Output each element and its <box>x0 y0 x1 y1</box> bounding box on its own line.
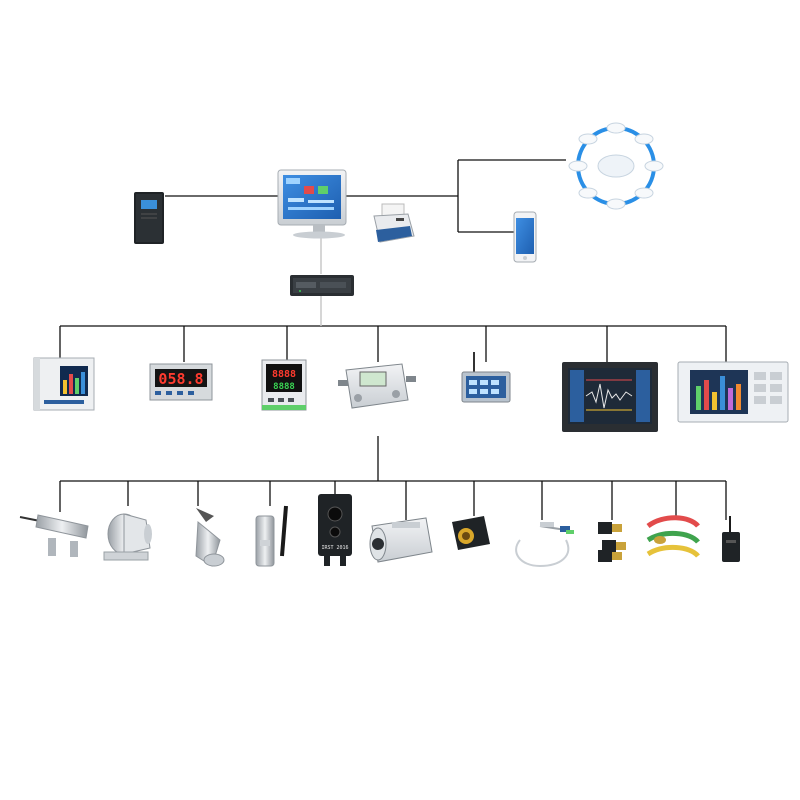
rack-switch-icon <box>290 275 354 296</box>
connection-lines <box>59 159 727 520</box>
ir-probe-icon <box>19 514 89 557</box>
pressure-sensor-icon <box>195 508 225 567</box>
temp-controller-bottom-readout: 8888 <box>273 382 295 392</box>
antenna-sensor-icon <box>255 505 288 567</box>
panel-meter-icon <box>33 357 95 411</box>
thermal-module-icon <box>452 516 490 550</box>
smartphone-icon <box>513 211 537 263</box>
monitor-scada-icon <box>277 169 347 239</box>
temp-controller-top-readout: 8888 <box>272 369 296 380</box>
thermal-camera-icon: IRST 2016 <box>318 494 352 566</box>
temp-controller-icon: 8888 8888 <box>261 359 307 411</box>
camera-housing-icon <box>369 517 433 563</box>
digital-display-icon: 058.8 <box>149 363 213 401</box>
pyrometer-icon <box>103 513 152 561</box>
bar-recorder-icon <box>677 361 789 423</box>
thermocouple-icon <box>515 522 574 568</box>
cable-clamp-icon <box>646 515 700 558</box>
cloud-network-ring-icon <box>568 122 664 210</box>
converter-module-icon <box>338 363 416 409</box>
wireless-tag-icon <box>722 516 740 562</box>
ups-tower-icon <box>134 192 164 244</box>
printer-icon <box>373 203 415 243</box>
thermal-camera-label: IRST 2016 <box>321 545 348 551</box>
controller-readout: 058.8 <box>158 370 203 388</box>
busbar-sensor-icon <box>598 522 626 562</box>
wireless-terminal-icon <box>461 352 511 403</box>
recorder-rack-icon <box>562 362 658 432</box>
